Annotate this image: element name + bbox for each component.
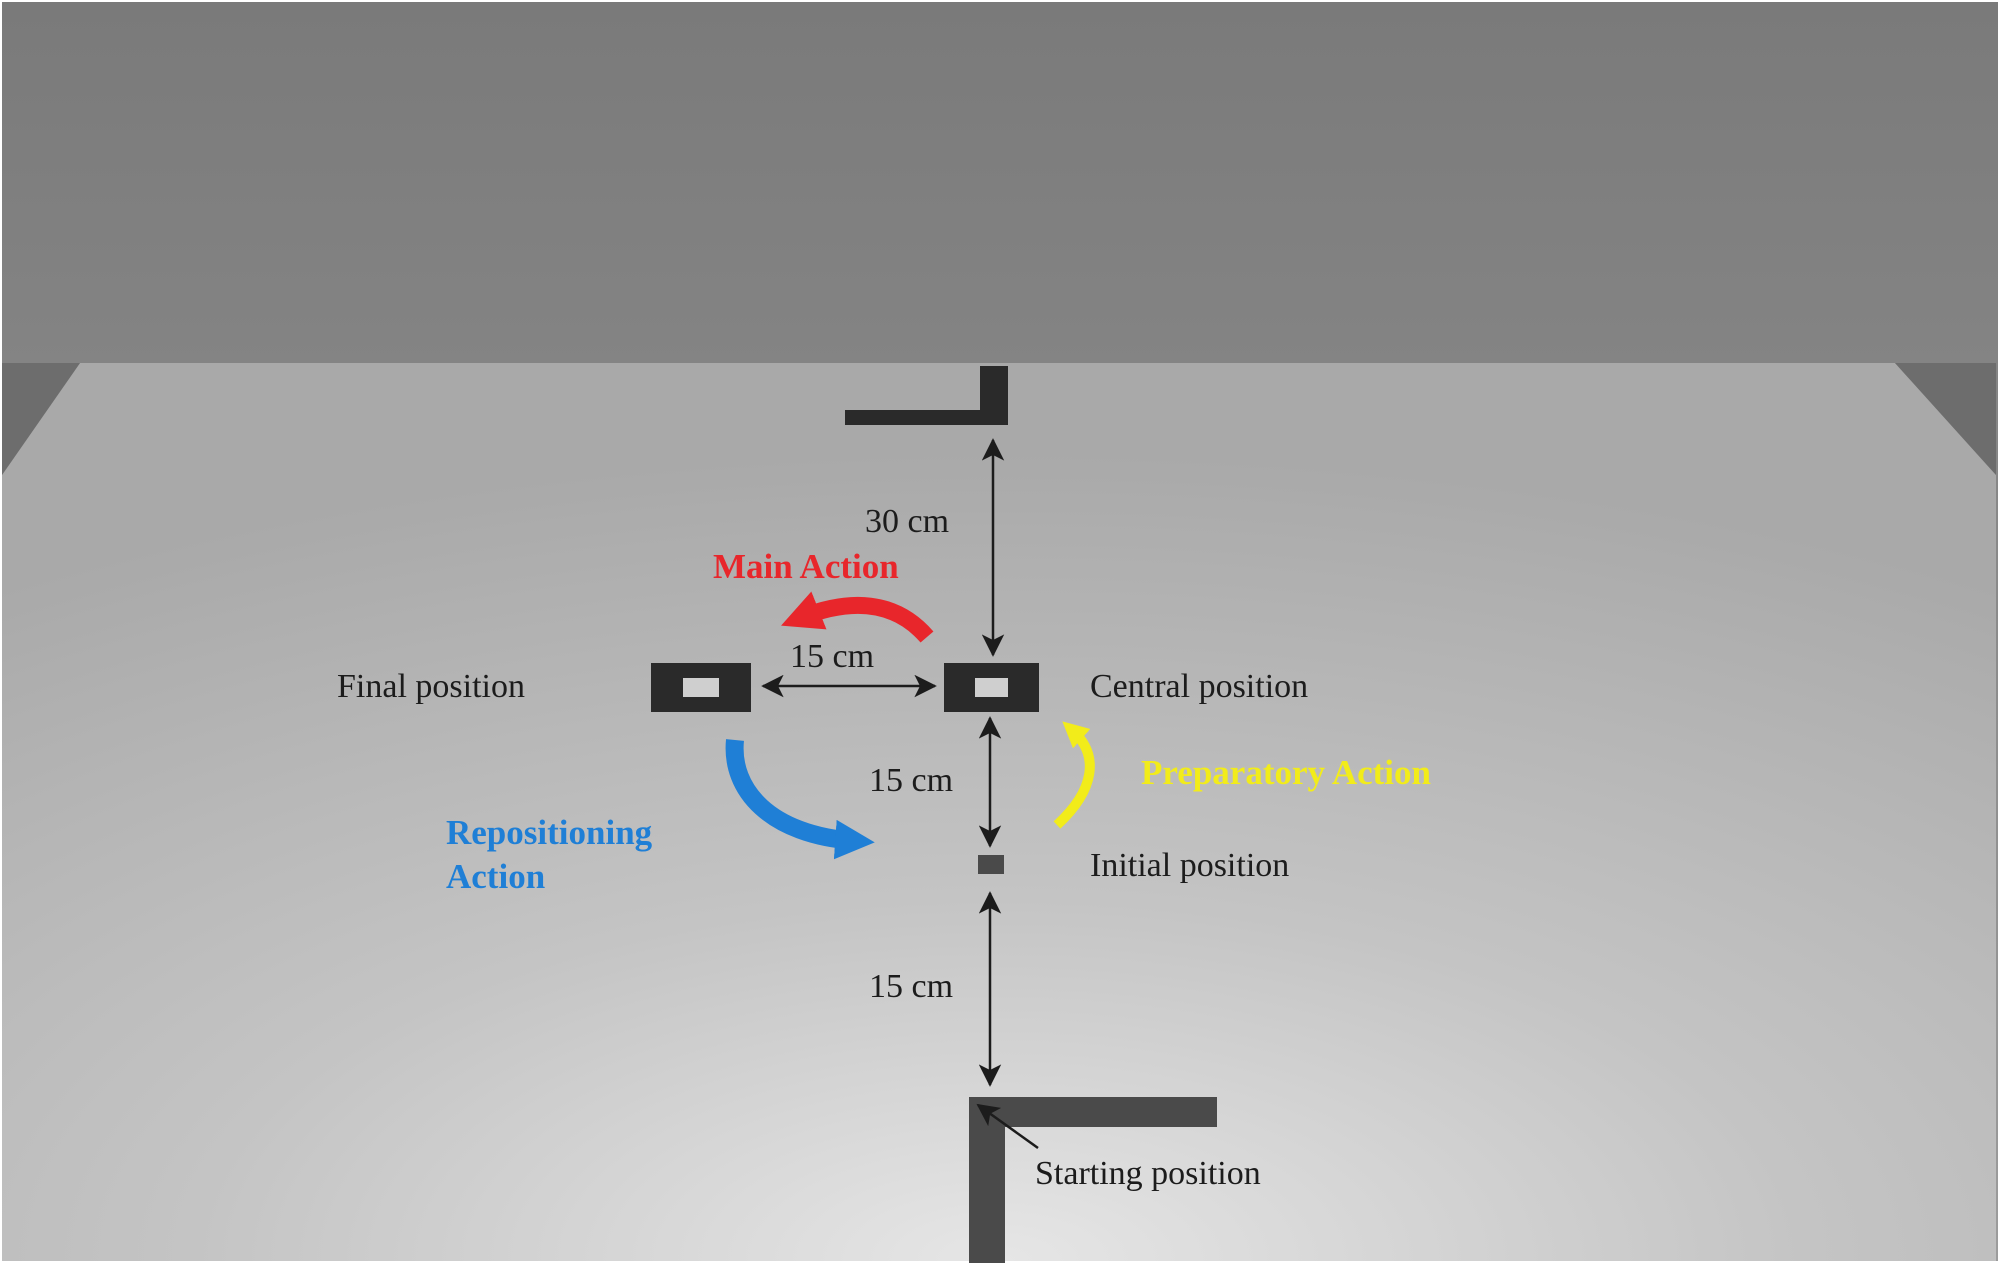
final-position-marker-hole	[683, 678, 719, 697]
initial-position-marker	[978, 855, 1004, 874]
repositioning-action-arrow	[725, 739, 875, 860]
repositioning-action-label-line2: Action	[446, 857, 545, 896]
main-action-arrow	[781, 591, 934, 643]
central-position-marker-hole	[975, 678, 1008, 697]
preparatory-action-arrow	[1053, 721, 1095, 829]
starting-position-label: Starting position	[1035, 1155, 1261, 1192]
main-action-label: Main Action	[713, 547, 899, 586]
top-distance-label: 30 cm	[865, 503, 949, 540]
repositioning-action-label-line1: Repositioning	[446, 813, 653, 852]
bottom-distance-label: 15 cm	[869, 968, 953, 1005]
bottom-l-marker-horizontal	[969, 1097, 1217, 1127]
starting-position-pointer-arrow	[976, 1103, 1039, 1150]
table-left-edge	[2, 363, 80, 475]
central-position-label: Central position	[1090, 668, 1308, 705]
final-position-label: Final position	[337, 668, 525, 705]
table-right-edge	[1895, 363, 1996, 475]
preparatory-action-label: Preparatory Action	[1141, 753, 1431, 792]
top-l-marker-horizontal	[845, 410, 1008, 425]
middle-distance-label: 15 cm	[869, 762, 953, 799]
horizontal-distance-label: 15 cm	[790, 638, 874, 675]
initial-position-label: Initial position	[1090, 847, 1289, 884]
